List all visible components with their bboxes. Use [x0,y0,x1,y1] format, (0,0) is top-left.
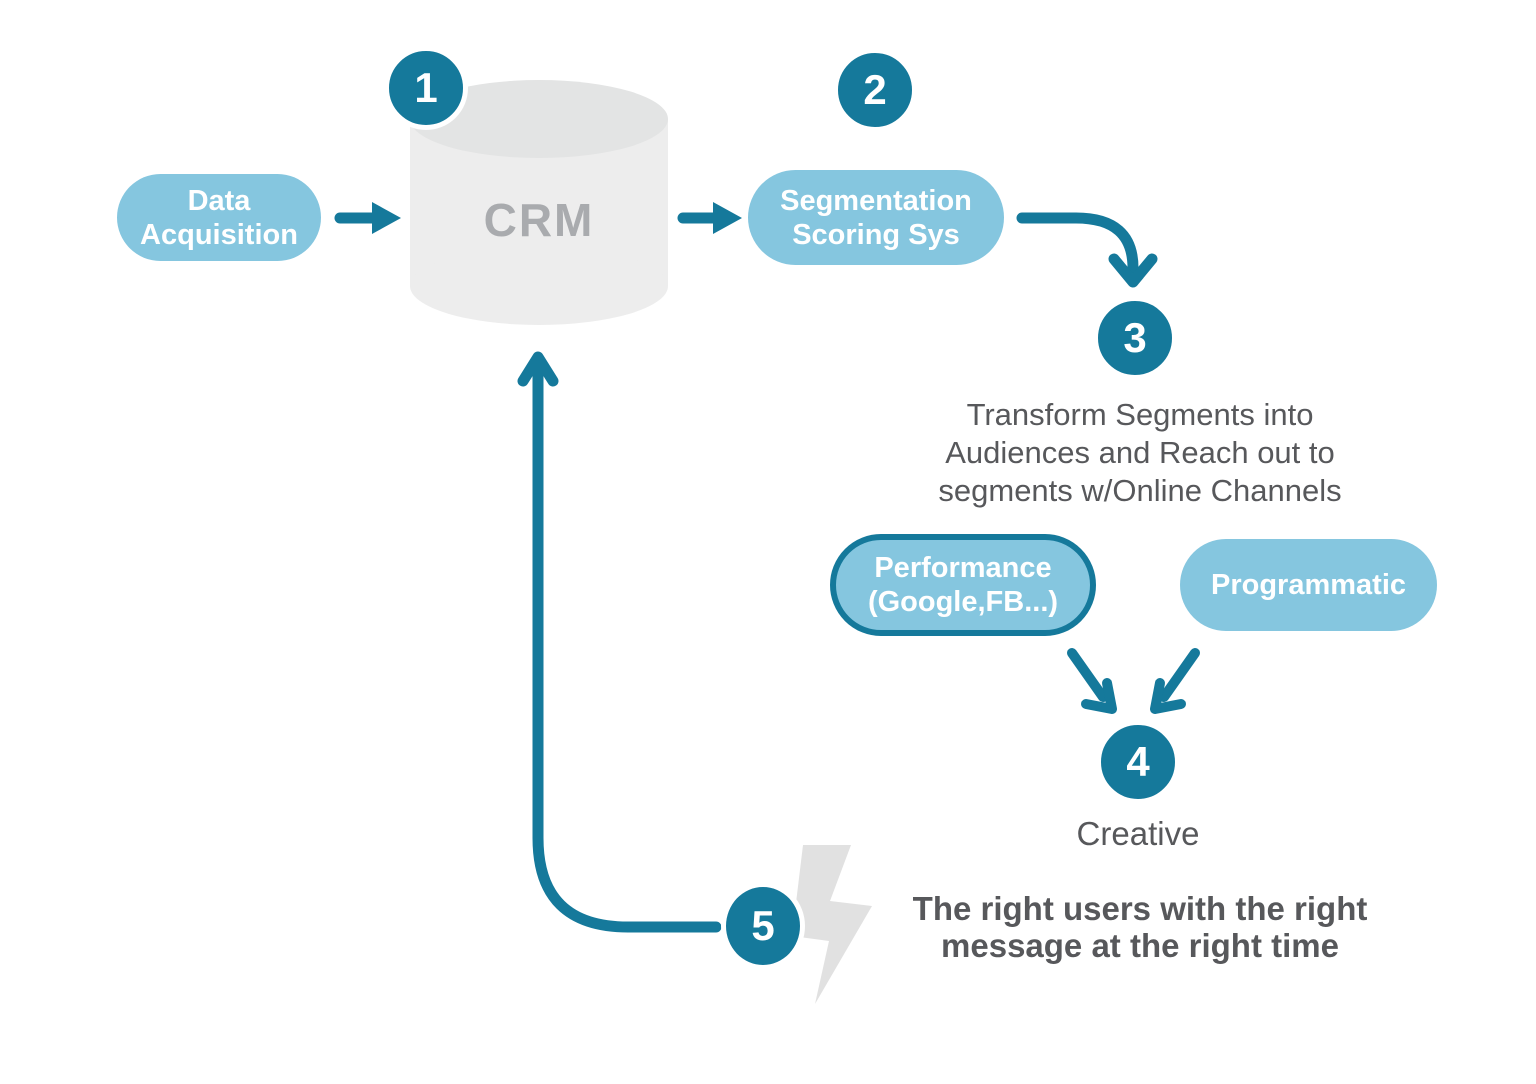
transform-note-line3: segments w/Online Channels [938,473,1342,508]
step-badge-4: 4 [1096,720,1180,804]
programmatic-label: Programmatic [1210,569,1406,601]
data-acquisition-label-line1: Data [187,184,251,217]
arrow-segmentation-to-step3 [1016,212,1158,288]
step-badge-1: 1 [384,46,468,130]
creative-label: Creative [1076,815,1200,852]
step-badge-2: 2 [833,48,917,132]
arrow-crm-to-segmentation [677,202,742,234]
data-acquisition-label-line2: Acquisition [140,218,298,251]
data-acquisition-node: Data Acquisition [117,174,321,261]
transform-note-line1: Transform Segments into [966,397,1314,432]
lightning-bolt-icon [792,845,872,1004]
segmentation-label-line1: Segmentation [780,184,972,217]
programmatic-channel-node: Programmatic [1180,539,1437,631]
step-badge-5: 5 [721,882,805,970]
right-message-line1: The right users with the right [912,890,1368,927]
arrow-step5-feedback-to-crm [517,351,722,933]
segmentation-label-line2: Scoring Sys [792,218,960,251]
segmentation-scoring-node: Segmentation Scoring Sys [748,170,1004,265]
crm-cylinder-bottom [410,247,668,325]
right-message-line2: message at the right time [941,927,1339,964]
step-badge-3: 3 [1093,296,1177,380]
transform-note-line2: Audiences and Reach out to [945,435,1335,470]
arrow-programmatic-to-step4 [1150,648,1200,714]
arrow-performance-to-step4 [1067,648,1117,714]
arrow-data-acquisition-to-crm [334,202,401,234]
performance-label-line2: (Google,FB...) [867,586,1059,618]
right-message-note: The right users with the right message a… [880,890,1400,964]
transform-segments-note: Transform Segments into Audiences and Re… [880,396,1400,510]
performance-channel-node: Performance (Google,FB...) [830,534,1096,636]
crm-node-label: CRM [483,194,595,246]
performance-label-line1: Performance [874,552,1052,584]
